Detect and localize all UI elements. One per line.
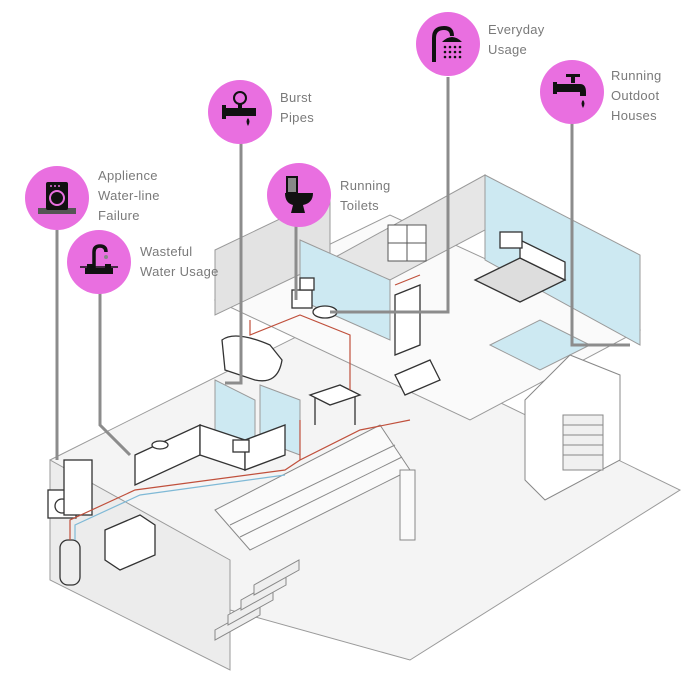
shower-icon [432,25,462,62]
washer-dryer [47,459,93,519]
leader-wasteful [98,285,132,457]
basement-wall [49,459,231,671]
everyday-badge [416,12,480,76]
everyday-label: Everyday Usage [488,22,545,57]
wasteful-label: Wasteful Water Usage [140,244,219,279]
toilets-badge [267,163,331,227]
washing-machine-icon [38,182,76,214]
leader-burst [225,143,243,385]
bathtub [221,335,283,382]
toilets-label: Running Toilets [340,178,391,213]
appliance-label: Applience Water-line Failure [98,168,160,223]
water-pipes [69,274,421,540]
water-heater [59,539,81,586]
garage [524,354,621,501]
outdoor-tap-icon [553,74,586,108]
faucet-icon [80,244,118,274]
blue-wall-bedroom [484,174,641,346]
appliance-badge [25,166,89,230]
stairs [214,559,300,641]
outdoor-label: Running Outdoot Houses [611,68,662,123]
burst-label: Burst Pipes [280,90,315,125]
planter-box [104,514,156,571]
kitchen-cabinets [134,423,286,487]
leader-everyday [330,77,450,314]
toilet-fixture [291,277,338,319]
leader-outdoor [570,122,630,347]
leader-lines [55,77,630,460]
burst-badge [208,80,272,144]
dining-table [308,384,362,425]
burst-pipe-gauge-icon [222,91,256,126]
porch-roof [214,424,416,551]
outdoor-badge [540,60,604,124]
toilet-icon [285,176,313,213]
wasteful-badge [67,230,131,294]
bed [473,231,567,303]
wardrobe [394,284,441,396]
